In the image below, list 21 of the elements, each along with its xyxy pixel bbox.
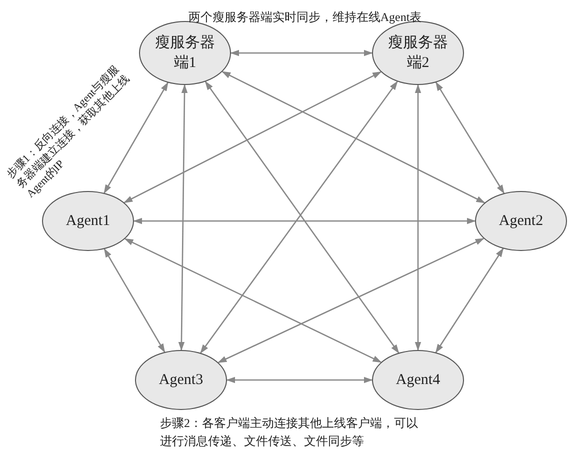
node-label: 瘦服务器端1 (154, 34, 216, 73)
arrow (178, 84, 188, 351)
node-label: Agent2 (498, 212, 544, 231)
arrow (414, 84, 422, 351)
step-note: 步骤2：各客户端主动连接其他上线客户端，可以进行消息传递、文件传送、文件同步等 (160, 415, 419, 450)
arrow (218, 238, 484, 364)
node-label: Agent1 (64, 212, 112, 231)
arrow (222, 71, 486, 204)
arrow (226, 376, 373, 384)
arrow (436, 82, 504, 194)
arrow (104, 248, 166, 353)
note-text: 两个瘦服务器端实时同步，维持在线Agent表 (187, 9, 423, 26)
arrow (124, 238, 382, 363)
arrow (133, 218, 476, 224)
arrow (104, 82, 168, 194)
arrow (435, 248, 504, 354)
arrow (230, 50, 373, 56)
arrow (123, 71, 382, 204)
node-label: 瘦服务器端2 (387, 34, 449, 73)
node-label: Agent3 (158, 371, 204, 390)
node-label: Agent4 (394, 371, 442, 390)
